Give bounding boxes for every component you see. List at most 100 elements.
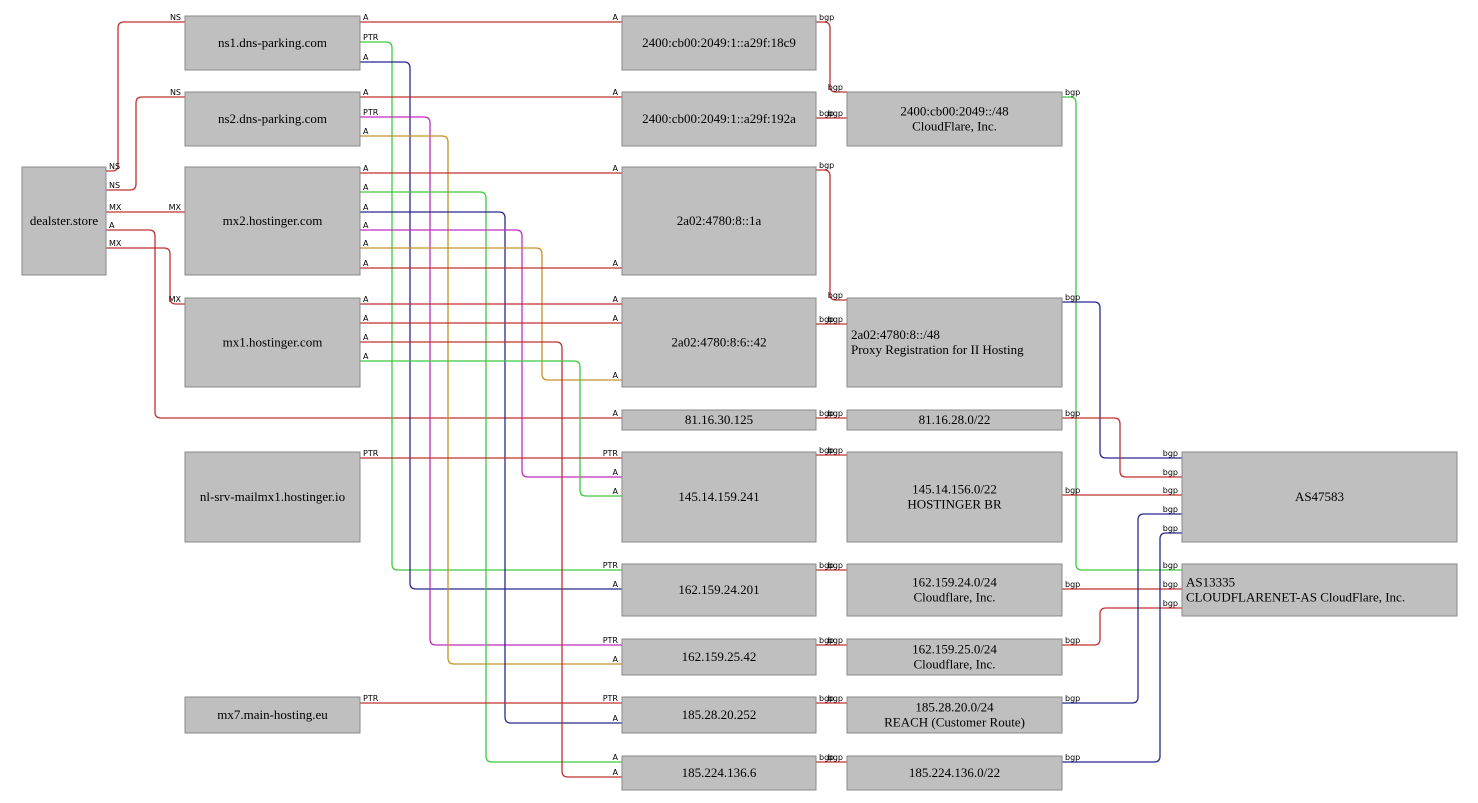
edge-target-label: bgp: [828, 409, 843, 418]
edge-source-label: bgp: [819, 13, 834, 22]
edge-source-label: A: [363, 183, 369, 192]
edge-line: [360, 135, 622, 665]
edge-source-label: bgp: [1065, 486, 1080, 495]
node-box: [21, 166, 107, 276]
node-box: [184, 297, 361, 388]
node-box: [621, 15, 817, 71]
edge-source-label: bgp: [819, 109, 834, 118]
edge-source-label: bgp: [819, 694, 834, 703]
node-label: Cloudflare, Inc.: [914, 590, 996, 605]
edge-source-label: bgp: [1065, 636, 1080, 645]
node-label: ns1.dns-parking.com: [218, 35, 327, 50]
node-label: ns2.dns-parking.com: [218, 111, 327, 126]
edge-target-label: bgp: [828, 446, 843, 455]
edge-target-label: bgp: [1163, 486, 1178, 495]
edge-source-label: A: [363, 203, 369, 212]
node-box: [621, 451, 817, 543]
edge-line: [106, 247, 185, 305]
node-ip6a[interactable]: 2400:cb00:2049:1::a29f:18c9: [621, 15, 817, 71]
node-box: [846, 696, 1063, 734]
node-box: [1181, 563, 1458, 617]
node-label: CloudFlare, Inc.: [912, 119, 997, 134]
edge-line: [106, 229, 622, 419]
edge-source-label: A: [363, 127, 369, 136]
edge-source-label: bgp: [819, 446, 834, 455]
node-ip145[interactable]: 145.14.159.241: [621, 451, 817, 543]
edge-target-label: bgp: [1163, 524, 1178, 533]
node-label: 162.159.25.0/24: [912, 642, 997, 657]
edge-line: [816, 169, 847, 301]
edge-source-label: PTR: [363, 449, 379, 458]
node-label: 2400:cb00:2049:1::a29f:18c9: [642, 35, 796, 50]
edge-target-label: A: [613, 164, 619, 173]
edge-target-label: PTR: [603, 449, 619, 458]
edge-target-label: A: [613, 295, 619, 304]
node-dealster[interactable]: dealster.store: [21, 166, 107, 276]
edge-target-label: A: [613, 714, 619, 723]
node-label: 185.224.136.0/22: [909, 765, 1000, 780]
node-label: 162.159.25.42: [682, 649, 757, 664]
edge-target-label: NS: [170, 13, 181, 22]
node-label: REACH (Customer Route): [884, 715, 1025, 730]
node-ip6b[interactable]: 2400:cb00:2049:1::a29f:192a: [621, 91, 817, 147]
edge-source-label: bgp: [819, 315, 834, 324]
edge-line: [360, 191, 622, 763]
node-nlsrv[interactable]: nl-srv-mailmx1.hostinger.io: [184, 451, 361, 543]
node-label: Proxy Registration for II Hosting: [851, 342, 1024, 357]
node-ip6c[interactable]: 2a02:4780:8::1a: [621, 166, 817, 276]
node-pfx185b[interactable]: 185.224.136.0/22: [846, 755, 1063, 791]
node-label: Cloudflare, Inc.: [914, 657, 996, 672]
edge-source-label: bgp: [819, 561, 834, 570]
node-ip81[interactable]: 81.16.30.125: [621, 409, 817, 431]
edge-target-label: bgp: [828, 83, 843, 92]
node-ip162b[interactable]: 162.159.25.42: [621, 638, 817, 676]
edge-source-label: bgp: [1065, 694, 1080, 703]
edge-source-label: bgp: [819, 753, 834, 762]
node-label: AS47583: [1295, 489, 1344, 504]
edge-source-label: A: [363, 88, 369, 97]
node-ip185b[interactable]: 185.224.136.6: [621, 755, 817, 791]
node-mx7[interactable]: mx7.main-hosting.eu: [184, 696, 361, 734]
edge-line: [360, 61, 622, 590]
edge-line: [360, 41, 622, 571]
node-mx1[interactable]: mx1.hostinger.com: [184, 297, 361, 388]
node-label: AS13335: [1186, 575, 1235, 590]
node-ns2[interactable]: ns2.dns-parking.com: [184, 91, 361, 147]
node-ip185a[interactable]: 185.28.20.252: [621, 696, 817, 734]
node-label: 2400:cb00:2049::/48: [900, 104, 1008, 119]
edge-target-label: bgp: [1163, 561, 1178, 570]
edge-target-label: A: [613, 259, 619, 268]
node-label: mx1.hostinger.com: [223, 335, 323, 350]
node-as47583[interactable]: AS47583: [1181, 451, 1458, 543]
node-label: 81.16.28.0/22: [919, 412, 991, 427]
edge-target-label: bgp: [828, 694, 843, 703]
node-mx2[interactable]: mx2.hostinger.com: [184, 166, 361, 276]
edge-source-label: A: [363, 314, 369, 323]
edge-target-label: bgp: [1163, 580, 1178, 589]
edge-target-label: bgp: [828, 315, 843, 324]
node-box: [621, 297, 817, 388]
edge-target-label: A: [613, 468, 619, 477]
edge-target-label: bgp: [1163, 505, 1178, 514]
node-box: [621, 166, 817, 276]
node-pfx81[interactable]: 81.16.28.0/22: [846, 409, 1063, 431]
node-ns1[interactable]: ns1.dns-parking.com: [184, 15, 361, 71]
node-ip6d[interactable]: 2a02:4780:8:6::42: [621, 297, 817, 388]
node-label: nl-srv-mailmx1.hostinger.io: [200, 489, 345, 504]
edge-source-label: A: [363, 259, 369, 268]
node-label: 185.28.20.252: [682, 707, 757, 722]
node-ip162a[interactable]: 162.159.24.201: [621, 563, 817, 617]
edge-target-label: PTR: [603, 561, 619, 570]
edge-source-label: A: [363, 13, 369, 22]
node-box: [621, 696, 817, 734]
edge-source-label: MX: [109, 239, 122, 248]
edge-source-label: bgp: [1065, 409, 1080, 418]
